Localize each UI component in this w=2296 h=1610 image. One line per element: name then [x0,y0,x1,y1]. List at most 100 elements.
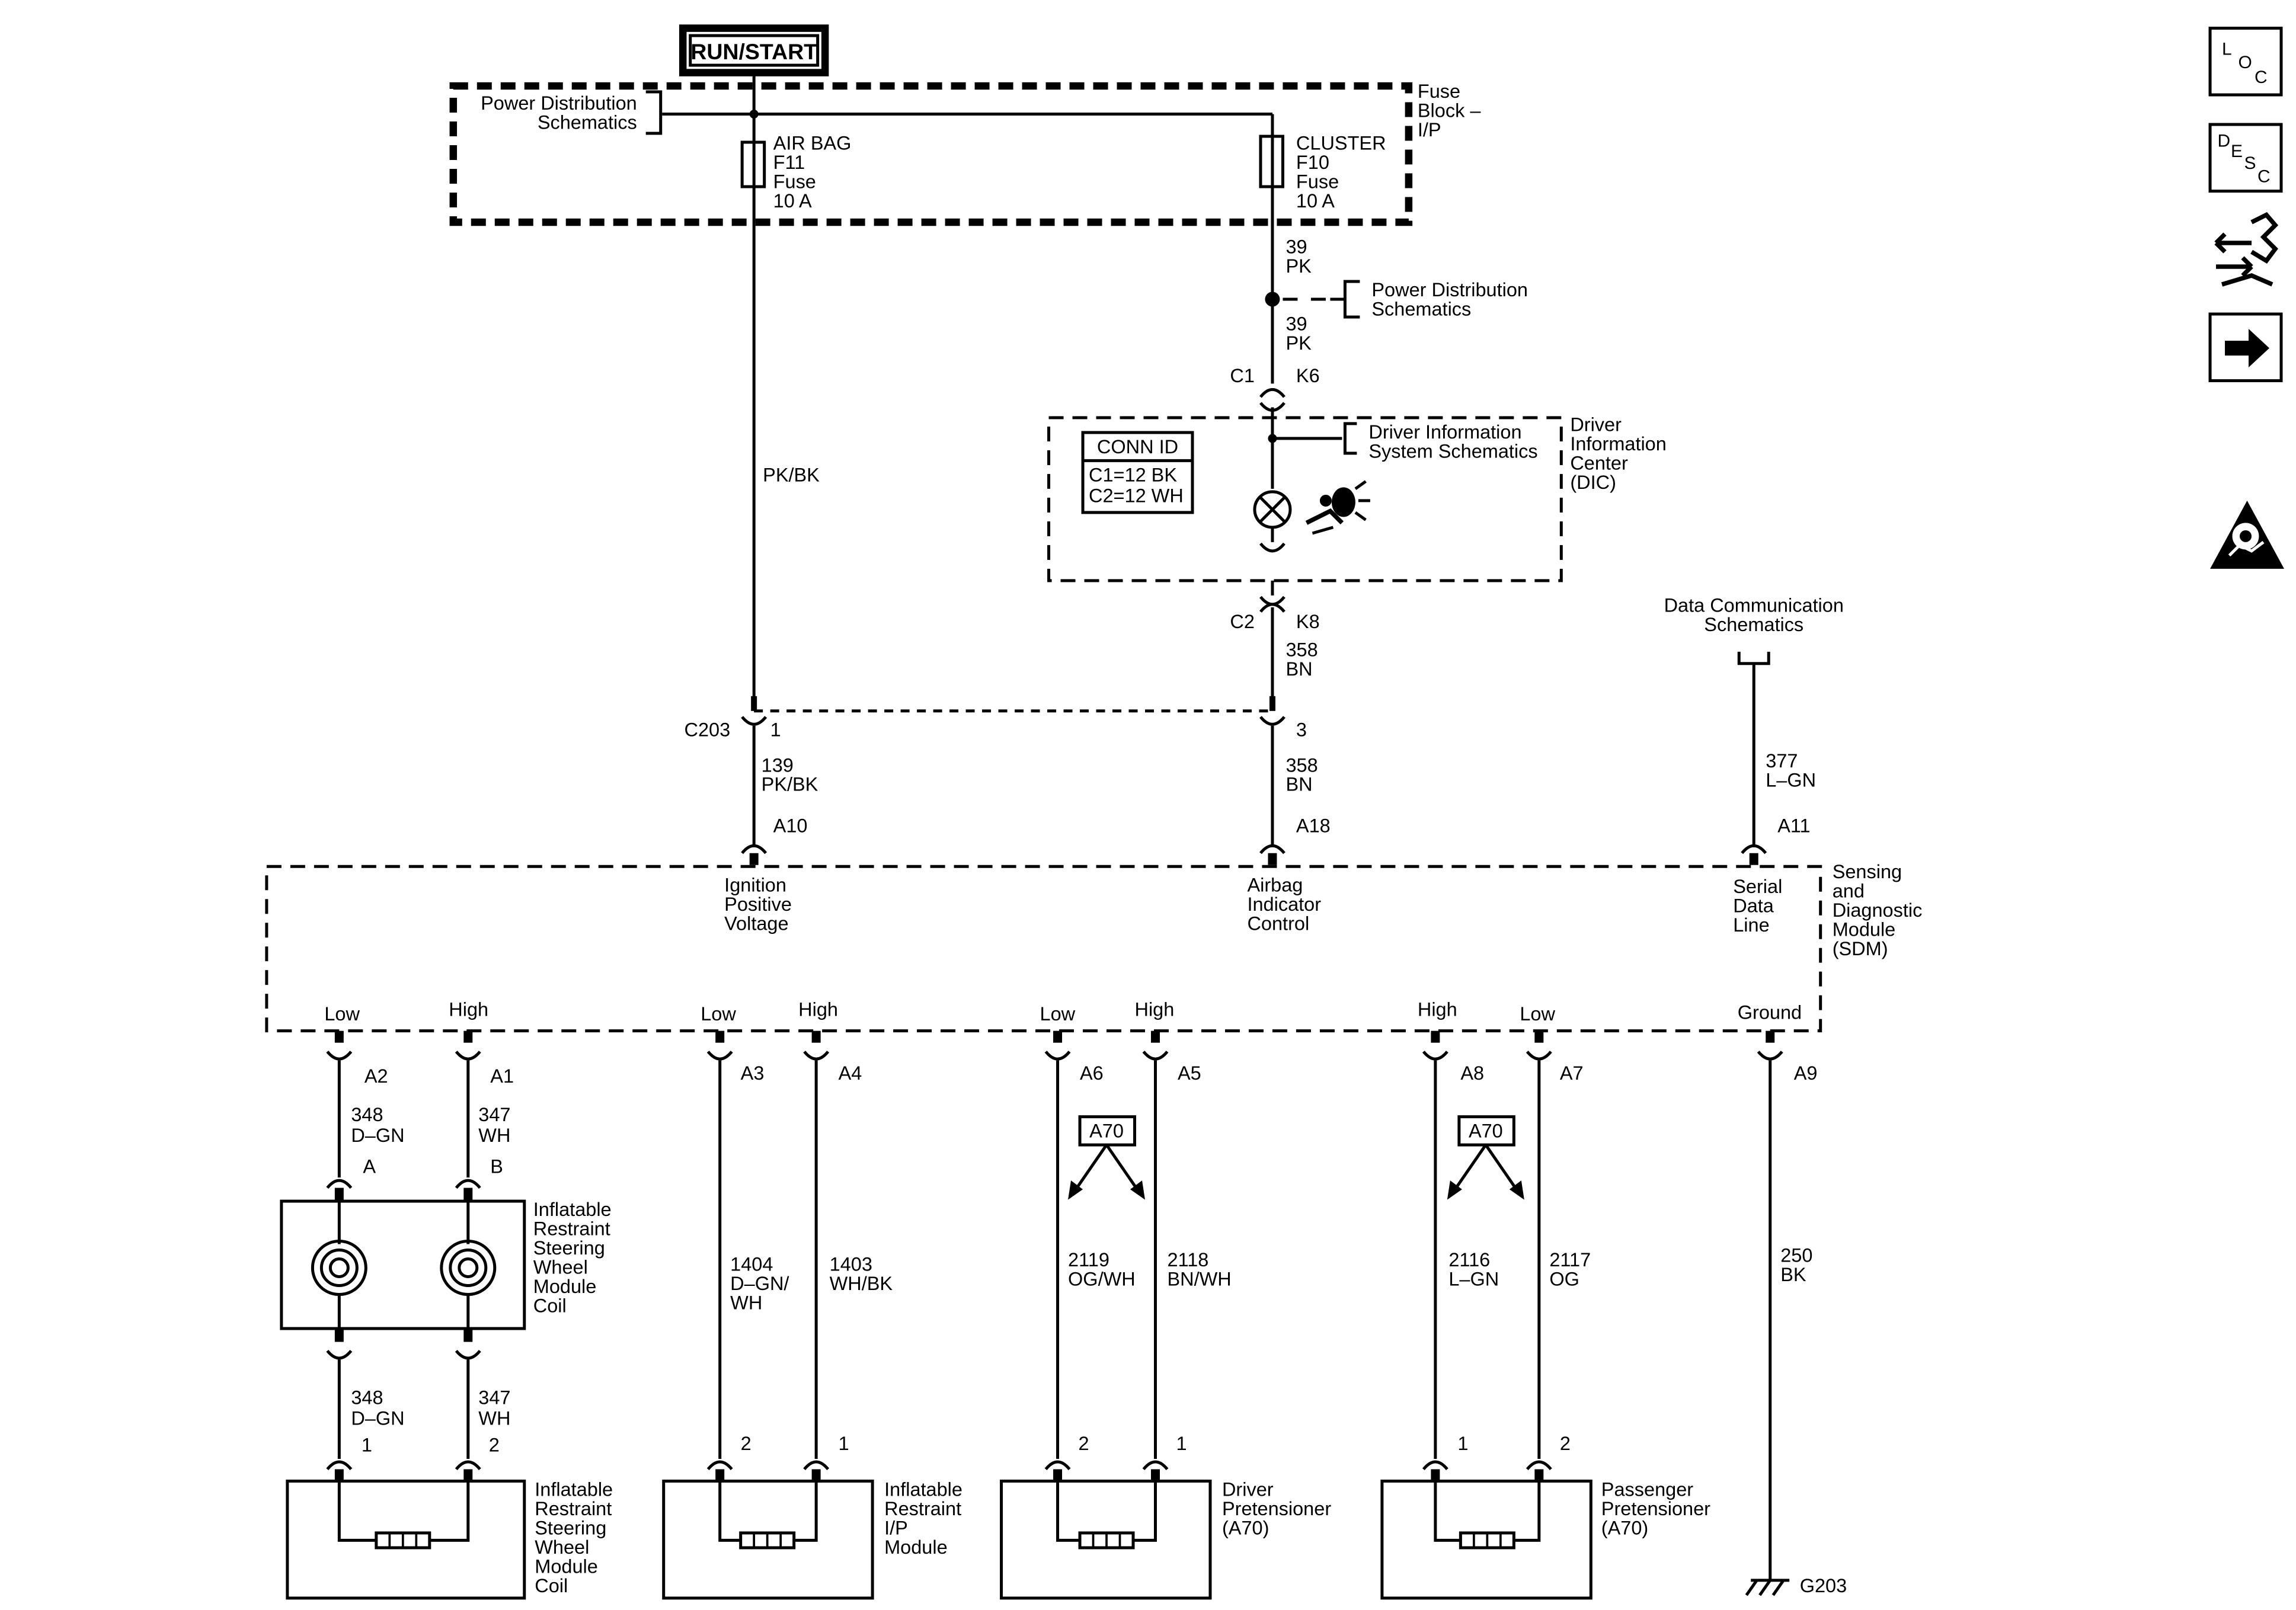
next-arrow-icon[interactable] [2208,312,2283,382]
fuse-block-label-2: Block – [1418,100,1481,121]
wire-2119-color: OG/WH [1068,1269,1136,1290]
coil-label-1: Inflatable [533,1199,612,1220]
sdm-pin-label-low-4: Low [1520,1003,1555,1025]
connector-c203: C203 1 3 139 PK/BK 358 BN A10 A18 [685,696,1331,865]
driver-pret-label-2: Pretensioner [1222,1498,1331,1519]
wire-1404-color-2: WH [730,1292,762,1314]
wire-1404-color-1: D–GN/ [730,1273,789,1294]
wire-2116-color: L–GN [1448,1269,1499,1290]
wire-250-color: BK [1780,1264,1806,1285]
sdm-pin-label-low-2: Low [701,1003,736,1025]
data-comm-ref-2: Schematics [1704,614,1803,635]
driver-pret-pin1: 1 [1176,1433,1187,1454]
coil-label-4: Wheel [533,1257,588,1278]
splice-dot [1265,292,1280,307]
data-comm-ref-1: Data Communication [1664,594,1844,616]
sdm-label-1: Sensing [1833,861,1902,882]
wire-39-mid-color: PK [1285,332,1312,354]
pin-a5-label: A5 [1178,1062,1201,1084]
loc-icon[interactable]: L O C [2208,27,2283,97]
ignition-label-3: Voltage [724,913,788,934]
driver-pret-label-1: Driver [1222,1478,1274,1500]
serial-data-label-2: Data [1733,895,1774,917]
coil-label-2: Restraint [533,1218,610,1240]
serial-data-label-1: Serial [1733,876,1782,897]
sdm-box [265,865,1822,1033]
ignition-label-2: Positive [724,894,792,915]
sdm-pin-label-low-1: Low [324,1003,360,1025]
sdm-pin-label-ground: Ground [1738,1002,1802,1023]
fuse-f10-line1: CLUSTER [1296,133,1386,154]
splice-pds-ref-2: Schematics [1371,298,1471,319]
ground-circuit: A9 250 BK G203 [1745,1060,1847,1596]
wire-39-top-color: PK [1285,255,1312,277]
coil-module-pin2: 2 [489,1434,500,1455]
coil-module-pin1: 1 [362,1434,372,1455]
pin-a2-label: A2 [364,1065,388,1087]
steering-module-label-4: Wheel [535,1537,589,1558]
ip-module-pin1: 1 [839,1433,849,1454]
svg-text:C: C [2257,167,2271,187]
ip-module-label-1: Inflatable [884,1478,962,1500]
pin-a9-label: A9 [1794,1062,1818,1084]
coil-label-6: Coil [533,1295,567,1317]
c203-label: C203 [685,719,731,740]
wire-2118-color: BN/WH [1167,1269,1231,1290]
wire-348-lower-color: D–GN [351,1407,404,1429]
dic-label-2: Information [1570,433,1667,454]
sdm-pin-label-high-2: High [798,999,838,1020]
driver-a70-ref: A70 [1089,1121,1124,1142]
wire-347-upper-num: 347 [478,1104,510,1125]
wire-250-num: 250 [1780,1245,1812,1266]
conn-b-label: B [490,1156,503,1177]
fuse-f11-line1: AIR BAG [773,133,852,154]
ip-module-circuit: A3 A4 1404 D–GN/ WH 1403 WH/BK 2 1 Infla… [662,1060,962,1600]
desc-icon[interactable]: D E S C [2208,123,2283,193]
coil-label-5: Module [533,1276,597,1297]
steering-module-label-3: Steering [535,1517,606,1538]
fuse-block-ip: Fuse Block – I/P Power Distribution Sche… [449,72,1481,226]
ip-module-label-4: Module [884,1537,948,1558]
steering-module-label-6: Coil [535,1575,568,1596]
wire-2118-num: 2118 [1167,1249,1208,1270]
run-start-source: RUN/START [679,24,829,76]
serial-data-label-3: Line [1733,914,1769,936]
svg-text:S: S [2244,153,2256,173]
wire-348-upper-num: 348 [351,1104,383,1125]
fuse-block-label-1: Fuse [1418,81,1460,102]
airbag-indicator-label-2: Indicator [1247,894,1321,915]
conn-id-table: CONN ID C1=12 BK C2=12 WH [1081,431,1194,514]
c203-pin1: 1 [770,719,781,740]
dic-label-4: (DIC) [1570,472,1616,493]
wire-139-color: PK/BK [762,774,818,795]
airbag-warning-icon [1305,480,1370,535]
wire-1404-num: 1404 [730,1254,773,1275]
sdm-label-5: (SDM) [1833,938,1888,959]
wire-347-lower-num: 347 [478,1387,510,1408]
wire-139-num: 139 [762,754,794,776]
sdm-module: Sensing and Diagnostic Module (SDM) Igni… [265,861,1922,1061]
passenger-pretensioner-box [1380,1479,1593,1600]
driver-pret-label-3: (A70) [1222,1517,1269,1538]
wire-39-top-num: 39 [1285,236,1307,257]
chassis-ground-icon [1745,1579,1790,1596]
passenger-pret-label-1: Passenger [1601,1478,1693,1500]
diagnostic-wrench-icon[interactable] [2214,212,2279,287]
esd-warning-icon [2210,500,2285,569]
fuse-f11-line4: 10 A [773,190,812,212]
wire-1403-color: WH/BK [830,1273,893,1294]
fuse-f10-line4: 10 A [1296,190,1335,212]
pds-ref-top-1: Power Distribution [481,92,637,114]
passenger-pret-label-3: (A70) [1601,1517,1648,1538]
wire-2119-num: 2119 [1068,1249,1109,1270]
passenger-a70-ref: A70 [1469,1121,1503,1142]
ip-module-pin2: 2 [741,1433,752,1454]
pin-a3-label: A3 [741,1062,765,1084]
sdm-pin-label-high-3: High [1135,999,1175,1020]
wire-348-upper-color: D–GN [351,1125,404,1146]
pin-a1-label: A1 [490,1065,514,1087]
fuse-block-label-3: I/P [1418,119,1441,140]
dic-module-box [1047,416,1563,582]
wire-pk-bk-label: PK/BK [763,464,820,485]
fuse-f11-line3: Fuse [773,171,816,193]
